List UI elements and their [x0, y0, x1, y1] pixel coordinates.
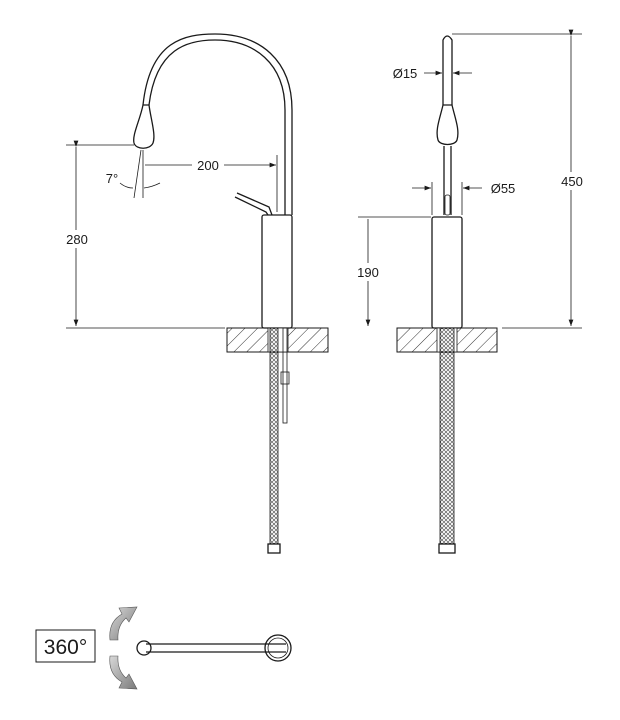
spout-head-front	[436, 104, 459, 146]
rotate-down-arrow-icon	[109, 655, 138, 690]
dim-body-diameter: Ø55	[491, 181, 516, 196]
dim-body-height: 190	[357, 265, 379, 280]
dim-spout-diameter: Ø15	[393, 66, 418, 81]
spout-arc	[142, 33, 293, 215]
hose-nut	[267, 543, 281, 554]
dim-spout-height: 280	[66, 232, 88, 247]
supply-hose-front	[439, 327, 455, 545]
supply-hose	[269, 327, 279, 545]
lever-top-view	[146, 643, 286, 653]
faucet-body	[261, 214, 293, 329]
spout-pipe	[442, 35, 453, 105]
lever-handle	[234, 192, 273, 216]
hose-nut-front	[438, 543, 456, 554]
mounting-rod	[282, 327, 288, 424]
rotation-top-view: 360°	[35, 606, 292, 690]
front-view: Ø15 Ø55 450 190	[354, 29, 588, 554]
lever-front	[444, 194, 451, 216]
rotation-label-box	[35, 629, 96, 663]
dim-spray-angle: 7°	[106, 171, 118, 186]
spout-ring	[264, 634, 292, 662]
faucet-body-front	[431, 216, 463, 329]
spout-head	[133, 104, 155, 149]
rotation-label: 360°	[44, 636, 87, 659]
dim-spout-reach: 200	[197, 158, 219, 173]
rotate-up-arrow-icon	[109, 606, 138, 641]
side-view: 280 200 7°	[60, 33, 329, 554]
dim-total-height: 450	[561, 174, 583, 189]
